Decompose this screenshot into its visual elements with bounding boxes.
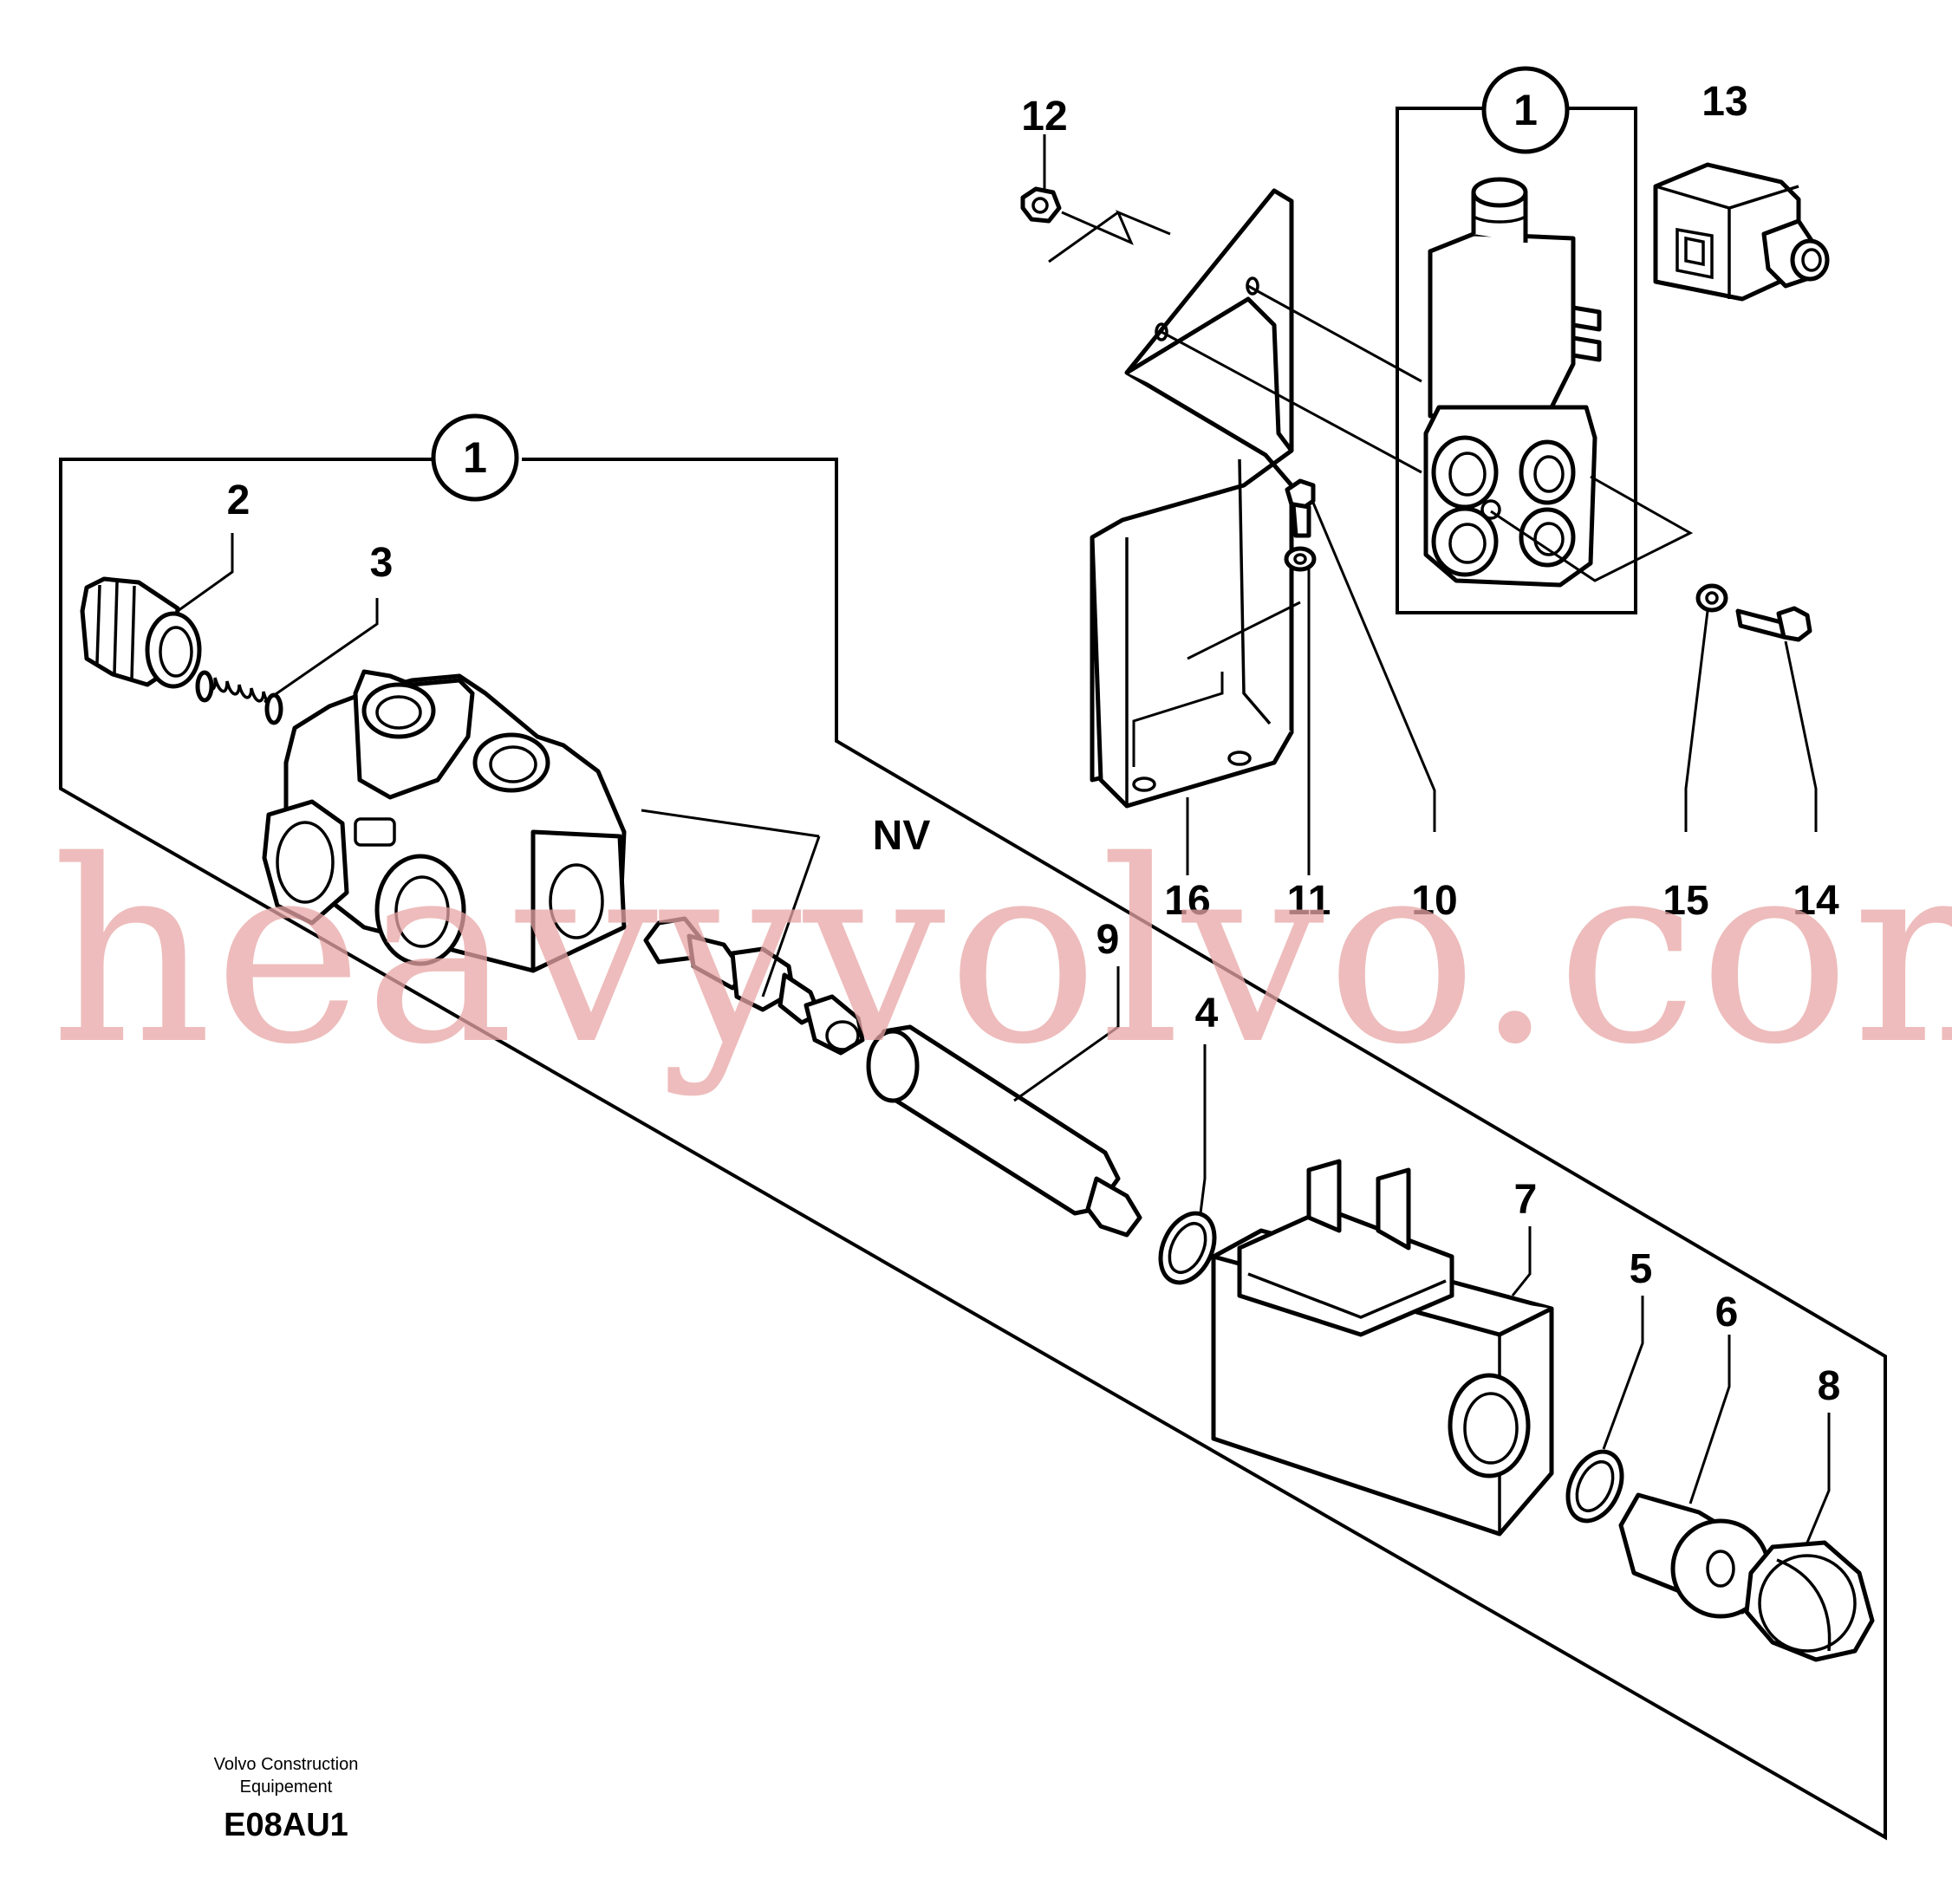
label-3: 3 bbox=[370, 540, 394, 586]
part-bolt-14 bbox=[1735, 606, 1812, 642]
label-nv: NV bbox=[873, 813, 931, 859]
part-solenoid-tube bbox=[866, 1024, 1142, 1238]
assembly-frame-right bbox=[1396, 107, 1637, 614]
assembly-right-number: 1 bbox=[1513, 86, 1538, 134]
label-7: 7 bbox=[1514, 1177, 1538, 1223]
part-solenoid-valve bbox=[1423, 177, 1602, 588]
leader-15 bbox=[1684, 610, 1709, 832]
leader-10 bbox=[1311, 502, 1436, 832]
part-connector-plug bbox=[1653, 162, 1830, 302]
leader-8 bbox=[1806, 1413, 1831, 1543]
footer-company-line1: Volvo Construction bbox=[214, 1755, 359, 1774]
leader-7 bbox=[1511, 1226, 1532, 1296]
part-end-cap bbox=[1744, 1540, 1875, 1662]
part-cap-nut bbox=[80, 576, 202, 689]
label-8: 8 bbox=[1818, 1363, 1841, 1409]
label-16: 16 bbox=[1164, 878, 1210, 924]
part-spool bbox=[643, 916, 865, 1056]
leader-16-top bbox=[1132, 672, 1224, 767]
mount-line-lower bbox=[1161, 330, 1422, 474]
part-washer-15 bbox=[1695, 583, 1728, 613]
leader-nv-spool bbox=[761, 835, 821, 997]
leader-3 bbox=[264, 598, 379, 704]
part-bracket bbox=[1090, 188, 1294, 809]
watermark-text: heavyvolvo.com bbox=[50, 808, 1952, 1100]
part-valve-body bbox=[262, 669, 627, 973]
leader-5 bbox=[1602, 1296, 1644, 1450]
part-o-ring-4 bbox=[1158, 1211, 1217, 1285]
label-5: 5 bbox=[1630, 1246, 1653, 1292]
leader-6 bbox=[1688, 1335, 1731, 1504]
callout-assembly-left: 1 bbox=[431, 413, 519, 502]
label-2: 2 bbox=[227, 478, 251, 523]
part-bolt-10 bbox=[1285, 478, 1316, 538]
dashed-bolt-path-12 bbox=[1061, 210, 1171, 245]
label-6: 6 bbox=[1715, 1290, 1739, 1335]
part-solenoid-coil bbox=[1211, 1159, 1554, 1537]
assembly-left-number: 1 bbox=[463, 433, 487, 482]
leader-2 bbox=[177, 533, 234, 613]
label-9: 9 bbox=[1096, 917, 1120, 963]
assembly-frame-left bbox=[59, 458, 1887, 1841]
label-13: 13 bbox=[1701, 79, 1747, 125]
footer-company-line2: Equipement bbox=[240, 1777, 333, 1797]
leader-nv-body bbox=[641, 809, 820, 838]
mount-line-right bbox=[1490, 475, 1694, 582]
part-o-ring-5 bbox=[1565, 1449, 1624, 1524]
bolt-path-11 bbox=[1187, 601, 1301, 660]
label-11: 11 bbox=[1287, 878, 1331, 924]
leader-9 bbox=[1013, 966, 1120, 1102]
label-4: 4 bbox=[1195, 991, 1219, 1036]
label-15: 15 bbox=[1662, 878, 1708, 924]
bolt-path-12b bbox=[1048, 211, 1119, 263]
label-12: 12 bbox=[1021, 94, 1067, 140]
leader-14 bbox=[1784, 640, 1818, 832]
part-washer-11 bbox=[1284, 546, 1317, 572]
leader-4 bbox=[1199, 1044, 1207, 1214]
label-10: 10 bbox=[1411, 878, 1457, 924]
mount-line-upper bbox=[1247, 284, 1422, 383]
part-nut bbox=[1020, 186, 1062, 224]
label-14: 14 bbox=[1793, 878, 1839, 924]
callout-assembly-right: 1 bbox=[1481, 66, 1570, 154]
footer-drawing-code: E08AU1 bbox=[224, 1807, 348, 1843]
